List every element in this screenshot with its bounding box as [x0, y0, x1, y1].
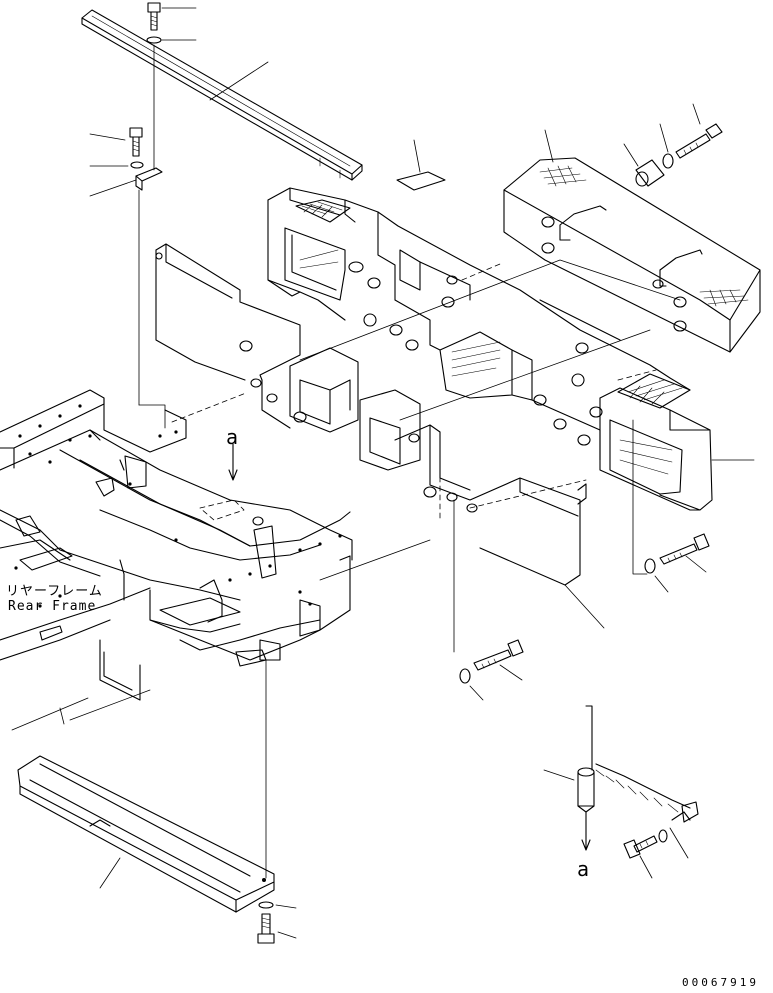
washer-icon: [130, 161, 144, 169]
counterweight-plate: [155, 243, 587, 586]
washer-icon: [662, 153, 674, 169]
bolt-icon: [473, 639, 524, 671]
washer-icon: [258, 901, 274, 909]
view-a-label-top: a: [226, 425, 239, 449]
under-cover: [17, 755, 275, 913]
chain-icon: [585, 705, 699, 823]
washer-icon: [146, 36, 162, 44]
view-a-arrow: [581, 811, 591, 851]
rear-frame-label-en: Rear Frame: [8, 599, 97, 614]
bolt-icon: [147, 2, 161, 31]
small-bracket: [135, 167, 163, 191]
counterweight-main: [267, 187, 691, 461]
perforated-stay: [81, 9, 363, 181]
view-a-arrow: [228, 443, 238, 481]
bolt-icon: [659, 533, 710, 565]
counterweight-right-end: [599, 387, 755, 511]
drawing-code: 00067919: [682, 976, 759, 989]
rear-frame-label-jp: リヤーフレーム: [6, 584, 103, 599]
top-cover-box: [503, 157, 761, 353]
label-plate: [396, 171, 446, 191]
bolt-icon: [675, 123, 723, 159]
spacer-icon: [635, 159, 665, 187]
rear-frame: [0, 389, 353, 701]
washer-icon: [658, 829, 668, 843]
frame-holes: [14, 404, 342, 608]
bolt-icon: [129, 127, 143, 157]
pin-icon: [577, 767, 595, 813]
view-a-label-bottom: a: [577, 857, 590, 881]
washer-icon: [459, 668, 471, 684]
washer-icon: [644, 558, 656, 574]
bolt-icon: [623, 835, 658, 859]
bolt-icon: [257, 913, 275, 944]
